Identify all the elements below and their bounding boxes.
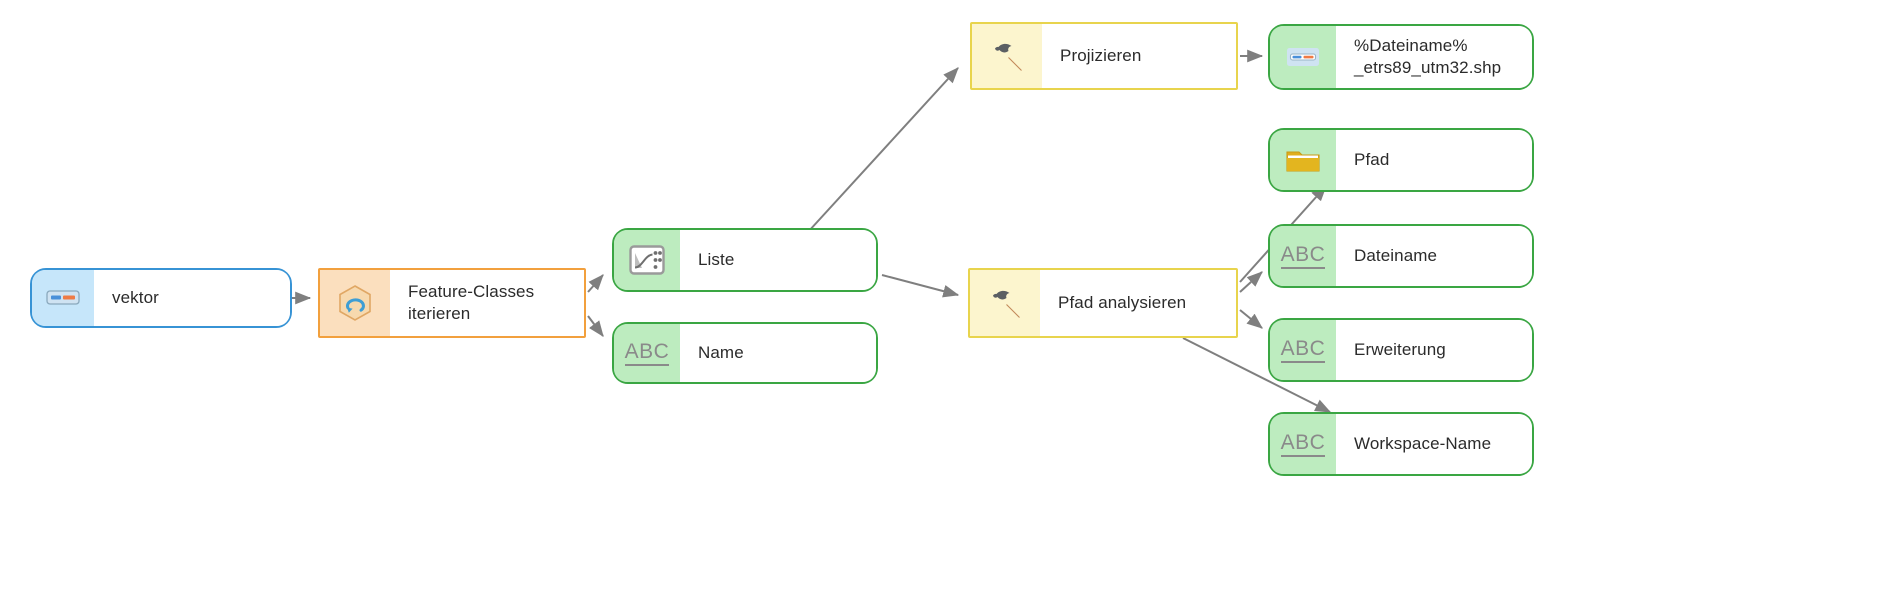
node-erweiterung[interactable]: ABC Erweiterung (1268, 318, 1534, 382)
node-pfad-label-cell: Pfad (1336, 130, 1532, 190)
edge-pfad-analysieren-to-erweiterung (1239, 309, 1263, 329)
node-dateiname-label-cell: Dateiname (1336, 226, 1532, 286)
edge-iterator-to-liste (587, 274, 604, 293)
abc-string-glyph: ABC (1280, 338, 1326, 363)
node-output-shapefile-label-cell: %Dateiname% _etrs89_utm32.shp (1336, 26, 1532, 88)
node-iterate-feature-classes-label-cell: Feature-Classes iterieren (390, 270, 584, 336)
edge-pfad-analysieren-to-dateiname (1239, 271, 1263, 293)
node-iterate-feature-classes[interactable]: Feature-Classes iterieren (318, 268, 586, 338)
shapefile-icon (1270, 26, 1336, 88)
node-erweiterung-label-cell: Erweiterung (1336, 320, 1532, 380)
folder-icon (1270, 130, 1336, 190)
node-liste-label-cell: Liste (680, 230, 876, 290)
edge-iterator-to-name (587, 315, 604, 337)
iterator-loop-icon (320, 270, 390, 336)
node-vektor-label: vektor (112, 288, 159, 308)
node-workspace-name-label-cell: Workspace-Name (1336, 414, 1532, 474)
node-vektor[interactable]: vektor (30, 268, 292, 328)
node-pfad-analysieren-label: Pfad analysieren (1058, 293, 1187, 313)
node-workspace-name-label: Workspace-Name (1354, 434, 1492, 454)
abc-string-icon: ABC (1270, 414, 1336, 474)
hammer-tool-icon (970, 270, 1040, 336)
multivalue-list-icon (614, 230, 680, 290)
node-liste-label: Liste (698, 250, 735, 270)
hammer-tool-icon (972, 24, 1042, 88)
node-name[interactable]: ABC Name (612, 322, 878, 384)
abc-string-glyph: ABC (624, 341, 670, 366)
node-pfad-analysieren-label-cell: Pfad analysieren (1040, 270, 1236, 336)
node-liste[interactable]: Liste (612, 228, 878, 292)
node-iterate-feature-classes-label: Feature-Classes iterieren (408, 282, 535, 323)
abc-string-icon: ABC (1270, 226, 1336, 286)
node-erweiterung-label: Erweiterung (1354, 340, 1446, 360)
node-projizieren-label: Projizieren (1060, 46, 1142, 66)
abc-string-icon: ABC (1270, 320, 1336, 380)
abc-string-glyph: ABC (1280, 244, 1326, 269)
abc-string-icon: ABC (614, 324, 680, 382)
edge-liste-to-projizieren (807, 67, 959, 233)
node-dateiname[interactable]: ABC Dateiname (1268, 224, 1534, 288)
node-workspace-name[interactable]: ABC Workspace-Name (1268, 412, 1534, 476)
node-pfad[interactable]: Pfad (1268, 128, 1534, 192)
node-projizieren-label-cell: Projizieren (1042, 24, 1236, 88)
edge-liste-to-pfad-analysieren (881, 274, 960, 298)
node-dateiname-label: Dateiname (1354, 246, 1438, 266)
abc-string-glyph: ABC (1280, 432, 1326, 457)
node-pfad-label: Pfad (1354, 150, 1390, 170)
node-output-shapefile-label: %Dateiname% _etrs89_utm32.shp (1354, 36, 1502, 77)
node-name-label-cell: Name (680, 324, 876, 382)
node-name-label: Name (698, 343, 744, 363)
node-pfad-analysieren[interactable]: Pfad analysieren (968, 268, 1238, 338)
node-vektor-label-cell: vektor (94, 270, 290, 326)
node-projizieren[interactable]: Projizieren (970, 22, 1238, 90)
feature-layer-icon (32, 270, 94, 326)
node-output-shapefile[interactable]: %Dateiname% _etrs89_utm32.shp (1268, 24, 1534, 90)
